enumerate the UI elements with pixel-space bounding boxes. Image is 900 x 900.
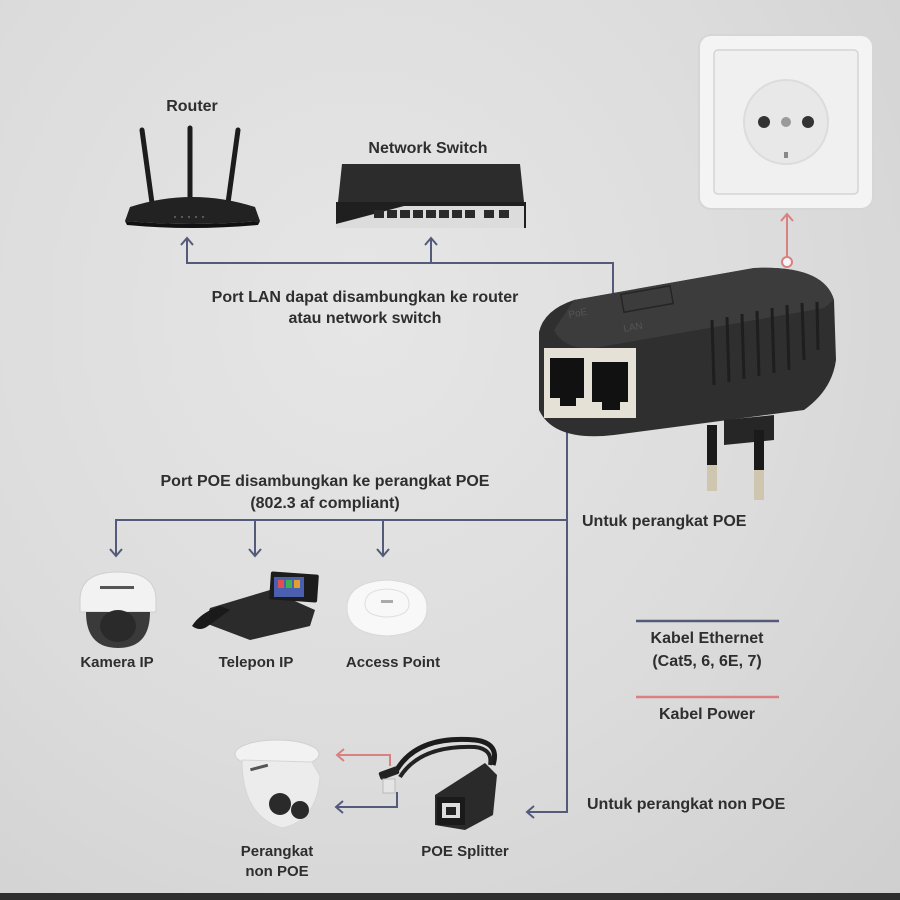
poe-port-note-line2: (802.3 af compliant) [250,495,400,512]
ip-phone-label: Telepon IP [218,654,294,671]
legend-power-label: Kabel Power [658,706,756,723]
poe-splitter-icon [378,736,497,830]
legend-ethernet-line1: Kabel Ethernet [650,630,764,647]
poe-cable [109,410,568,819]
poe-embossed-label: PoE [568,307,589,321]
poe-port-note-line1: Port POE disambungkan ke perangkat POE [160,473,490,490]
lan-port-note-line2: atau network switch [288,310,442,327]
lan-port-note-line1: Port LAN dapat disambungkan ke router [211,289,519,306]
lan-port [592,362,628,410]
ip-camera-label: Kamera IP [80,654,154,671]
ip-phone-icon [192,571,319,640]
wall-socket-icon [698,34,874,210]
lan-embossed-label: LAN [623,321,644,335]
poe-port [550,358,584,406]
poe-injector-icon: PoE LAN [539,267,836,500]
legend-lines [636,619,779,699]
non-poe-device-label-line1: Perangkat [240,843,314,860]
network-switch-label: Network Switch [368,140,488,157]
for-poe-devices-label: Untuk perangkat POE [582,513,747,530]
legend-ethernet-line2: (Cat5, 6, 6E, 7) [652,653,762,670]
power-cable [780,212,794,258]
splitter-outputs [334,748,398,814]
router-icon [125,125,260,228]
router-label: Router [166,98,218,115]
power-dot [781,256,793,268]
non-poe-device-label-line2: non POE [245,863,309,880]
dome-camera-icon [79,571,157,648]
for-non-poe-devices-label: Untuk perangkat non POE [587,796,786,813]
network-switch-icon [336,164,526,228]
access-point-label: Access Point [345,654,441,671]
poe-splitter-label: POE Splitter [421,843,509,860]
access-point-icon [346,579,428,637]
turret-camera-icon [234,739,321,829]
bottom-edge-bar [0,893,900,900]
